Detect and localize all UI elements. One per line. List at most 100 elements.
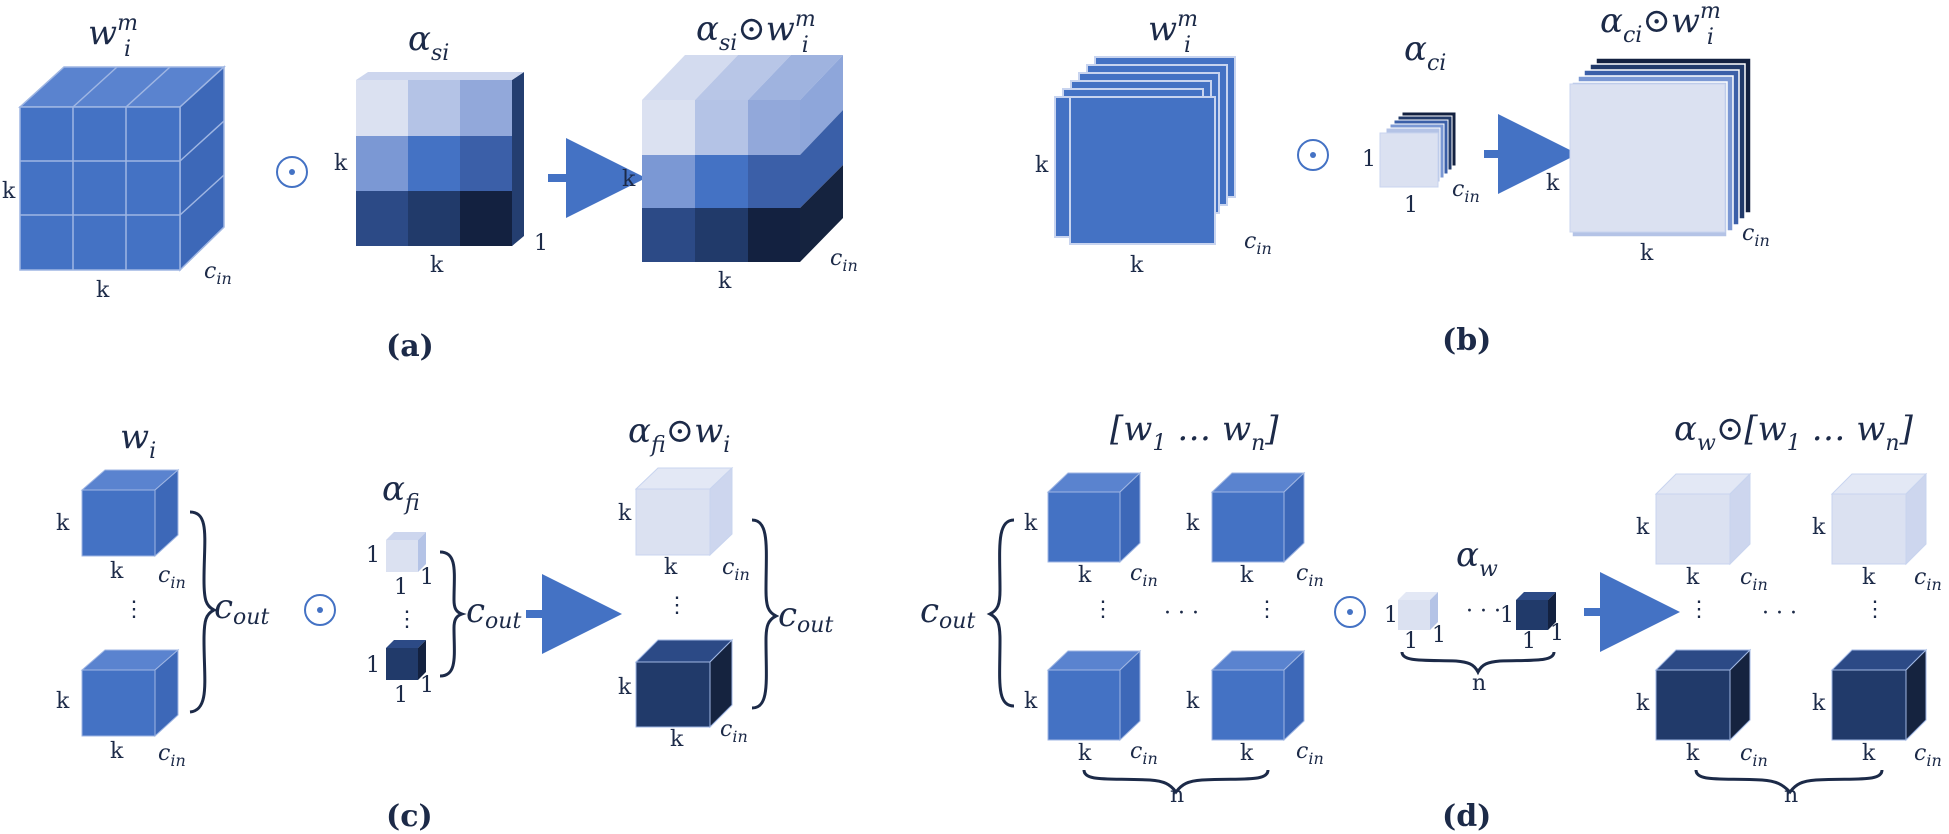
panel-c-cout-w: cout [214,587,269,630]
panel-a-result-cin: cin [830,246,858,275]
panel-d-result-vdots-1: ⋮ [1688,597,1710,622]
panel-d: [w1 … wn] cout k k cin k k cin ⋮ · · · ⋮ [920,409,1942,834]
panel-d-k-1-bottom: k [1078,563,1092,588]
panel-d-result-k-3-bottom: k [1686,741,1700,766]
panel-d-n-w: n [1170,783,1184,808]
panel-a-alpha-k-bottom: k [430,253,444,278]
panel-b-operator [1297,139,1329,171]
panel-d-k-2-bottom: k [1240,563,1254,588]
panel-d-cin-2: cin [1296,561,1324,590]
panel-d-n-alpha: n [1472,671,1486,696]
panel-d-result-k-1-left: k [1636,515,1650,540]
panel-d-alpha-one-c: 1 [1432,623,1446,648]
panel-b-caption: (b) [1442,323,1491,358]
panel-d-alpha-hdots: · · · [1466,599,1501,624]
panel-b-w-stack [1054,56,1236,245]
panel-b-k-left: k [1035,153,1049,178]
panel-d-k-3-left: k [1024,689,1038,714]
panel-b-alpha-one-left: 1 [1362,147,1376,172]
panel-d-k-4-bottom: k [1240,741,1254,766]
panel-c-result-cube-top [634,466,734,557]
panel-c-alpha-one-d: 1 [366,653,380,678]
panel-a-alpha-one: 1 [534,231,548,256]
panel-d-result-cube-4 [1830,648,1928,742]
panel-c-operator [304,594,336,626]
panel-c-w-label: wi [120,417,156,464]
panel-b-k-bottom: k [1130,253,1144,278]
panel-b-cin: cin [1244,229,1272,258]
panel-d-alpha-cube-1 [1398,592,1438,630]
panel-c-result-vdots: ⋮ [666,593,688,618]
panel-d-result-k-2-left: k [1812,515,1826,540]
panel-c-brace-result [751,518,780,710]
panel-d-operator [1334,596,1366,628]
panel-d-result-k-4-bottom: k [1862,741,1876,766]
panel-b-result-k-bottom: k [1640,241,1654,266]
panel-d-result-hdots: · · · [1762,601,1797,626]
panel-a-operator [276,156,308,188]
panel-d-brace-cout [986,518,1015,708]
panel-b-result-stack [1569,57,1752,238]
panel-a-alpha-k-left: k [334,151,348,176]
panel-b-result-k-left: k [1546,171,1560,196]
panel-c-k-top-left: k [56,511,70,536]
panel-c-result-k-top-left: k [618,501,632,526]
panel-c-w-cube-top [80,468,180,558]
panel-c-brace-w [189,510,218,714]
panel-c-alpha-one-e: 1 [394,683,408,708]
panel-a-caption: (a) [386,329,434,364]
panel-c-result-cin-top: cin [722,555,750,584]
panel-a-k-left: k [2,179,16,204]
panel-d-cout: cout [920,591,975,634]
panel-d-result-cin-4: cin [1914,741,1942,770]
panel-c-k-top-bottom: k [110,559,124,584]
panel-c-brace-alpha [439,550,467,678]
panel-c-k-bottom-left: k [56,689,70,714]
panel-a-alpha-slab [356,72,524,246]
panel-b-alpha-stack [1379,111,1457,188]
panel-c-k-bottom-bottom: k [110,739,124,764]
panel-b-alpha-label: αci [1404,29,1446,76]
panel-d-result-cin-1: cin [1740,565,1768,594]
panel-d-vdots-2: ⋮ [1256,597,1278,622]
panel-d-k-4-left: k [1186,689,1200,714]
panel-a-alpha-label: αsi [408,19,449,66]
panel-d-k-1-left: k [1024,511,1038,536]
panel-d-alpha-cube-2 [1516,592,1556,630]
panel-d-result-label: αw⊙[w1 … wn] [1674,409,1914,456]
panel-c-result-cube-bottom [634,638,734,729]
panel-d-w-cube-1 [1046,471,1142,564]
panel-c-w-cube-bottom [80,648,180,738]
panel-d-result-k-4-left: k [1812,691,1826,716]
panel-c-result-k-bottom-left: k [618,675,632,700]
panel-d-brace-n-result [1694,769,1884,795]
panel-d-result-cube-3 [1654,648,1752,742]
panel-c-alpha-cube-top [386,532,426,572]
panel-c-vdots: ⋮ [123,597,145,622]
panel-c-alpha-one-b: 1 [394,575,408,600]
panel-d-w-label: [w1 … wn] [1110,409,1279,456]
panel-c-alpha-one-f: 1 [420,673,434,698]
panel-d-result-k-2-bottom: k [1862,565,1876,590]
panel-c-alpha-cube-bottom [386,640,426,680]
panel-d-alpha-one-a: 1 [1384,603,1398,628]
panel-a-result-cube [642,55,843,262]
panel-a-w-cube [18,65,226,272]
panel-c-cin-top: cin [158,563,186,592]
panel-b-result-cin: cin [1742,221,1770,250]
panel-a-result-k-bottom: k [718,269,732,294]
panel-d-cin-3: cin [1130,739,1158,768]
panel-d-result-cin-2: cin [1914,565,1942,594]
panel-b-alpha-cin: cin [1452,177,1480,206]
panel-c-alpha-vdots: ⋮ [396,607,418,632]
panel-d-result-k-1-bottom: k [1686,565,1700,590]
panel-b-alpha-one-bottom: 1 [1404,193,1418,218]
panel-d-alpha-one-f: 1 [1550,621,1564,646]
panel-c-result-label: αfi⊙wi [628,411,730,458]
panel-d-alpha-one-e: 1 [1522,629,1536,654]
panel-d-brace-n-w [1082,769,1270,795]
